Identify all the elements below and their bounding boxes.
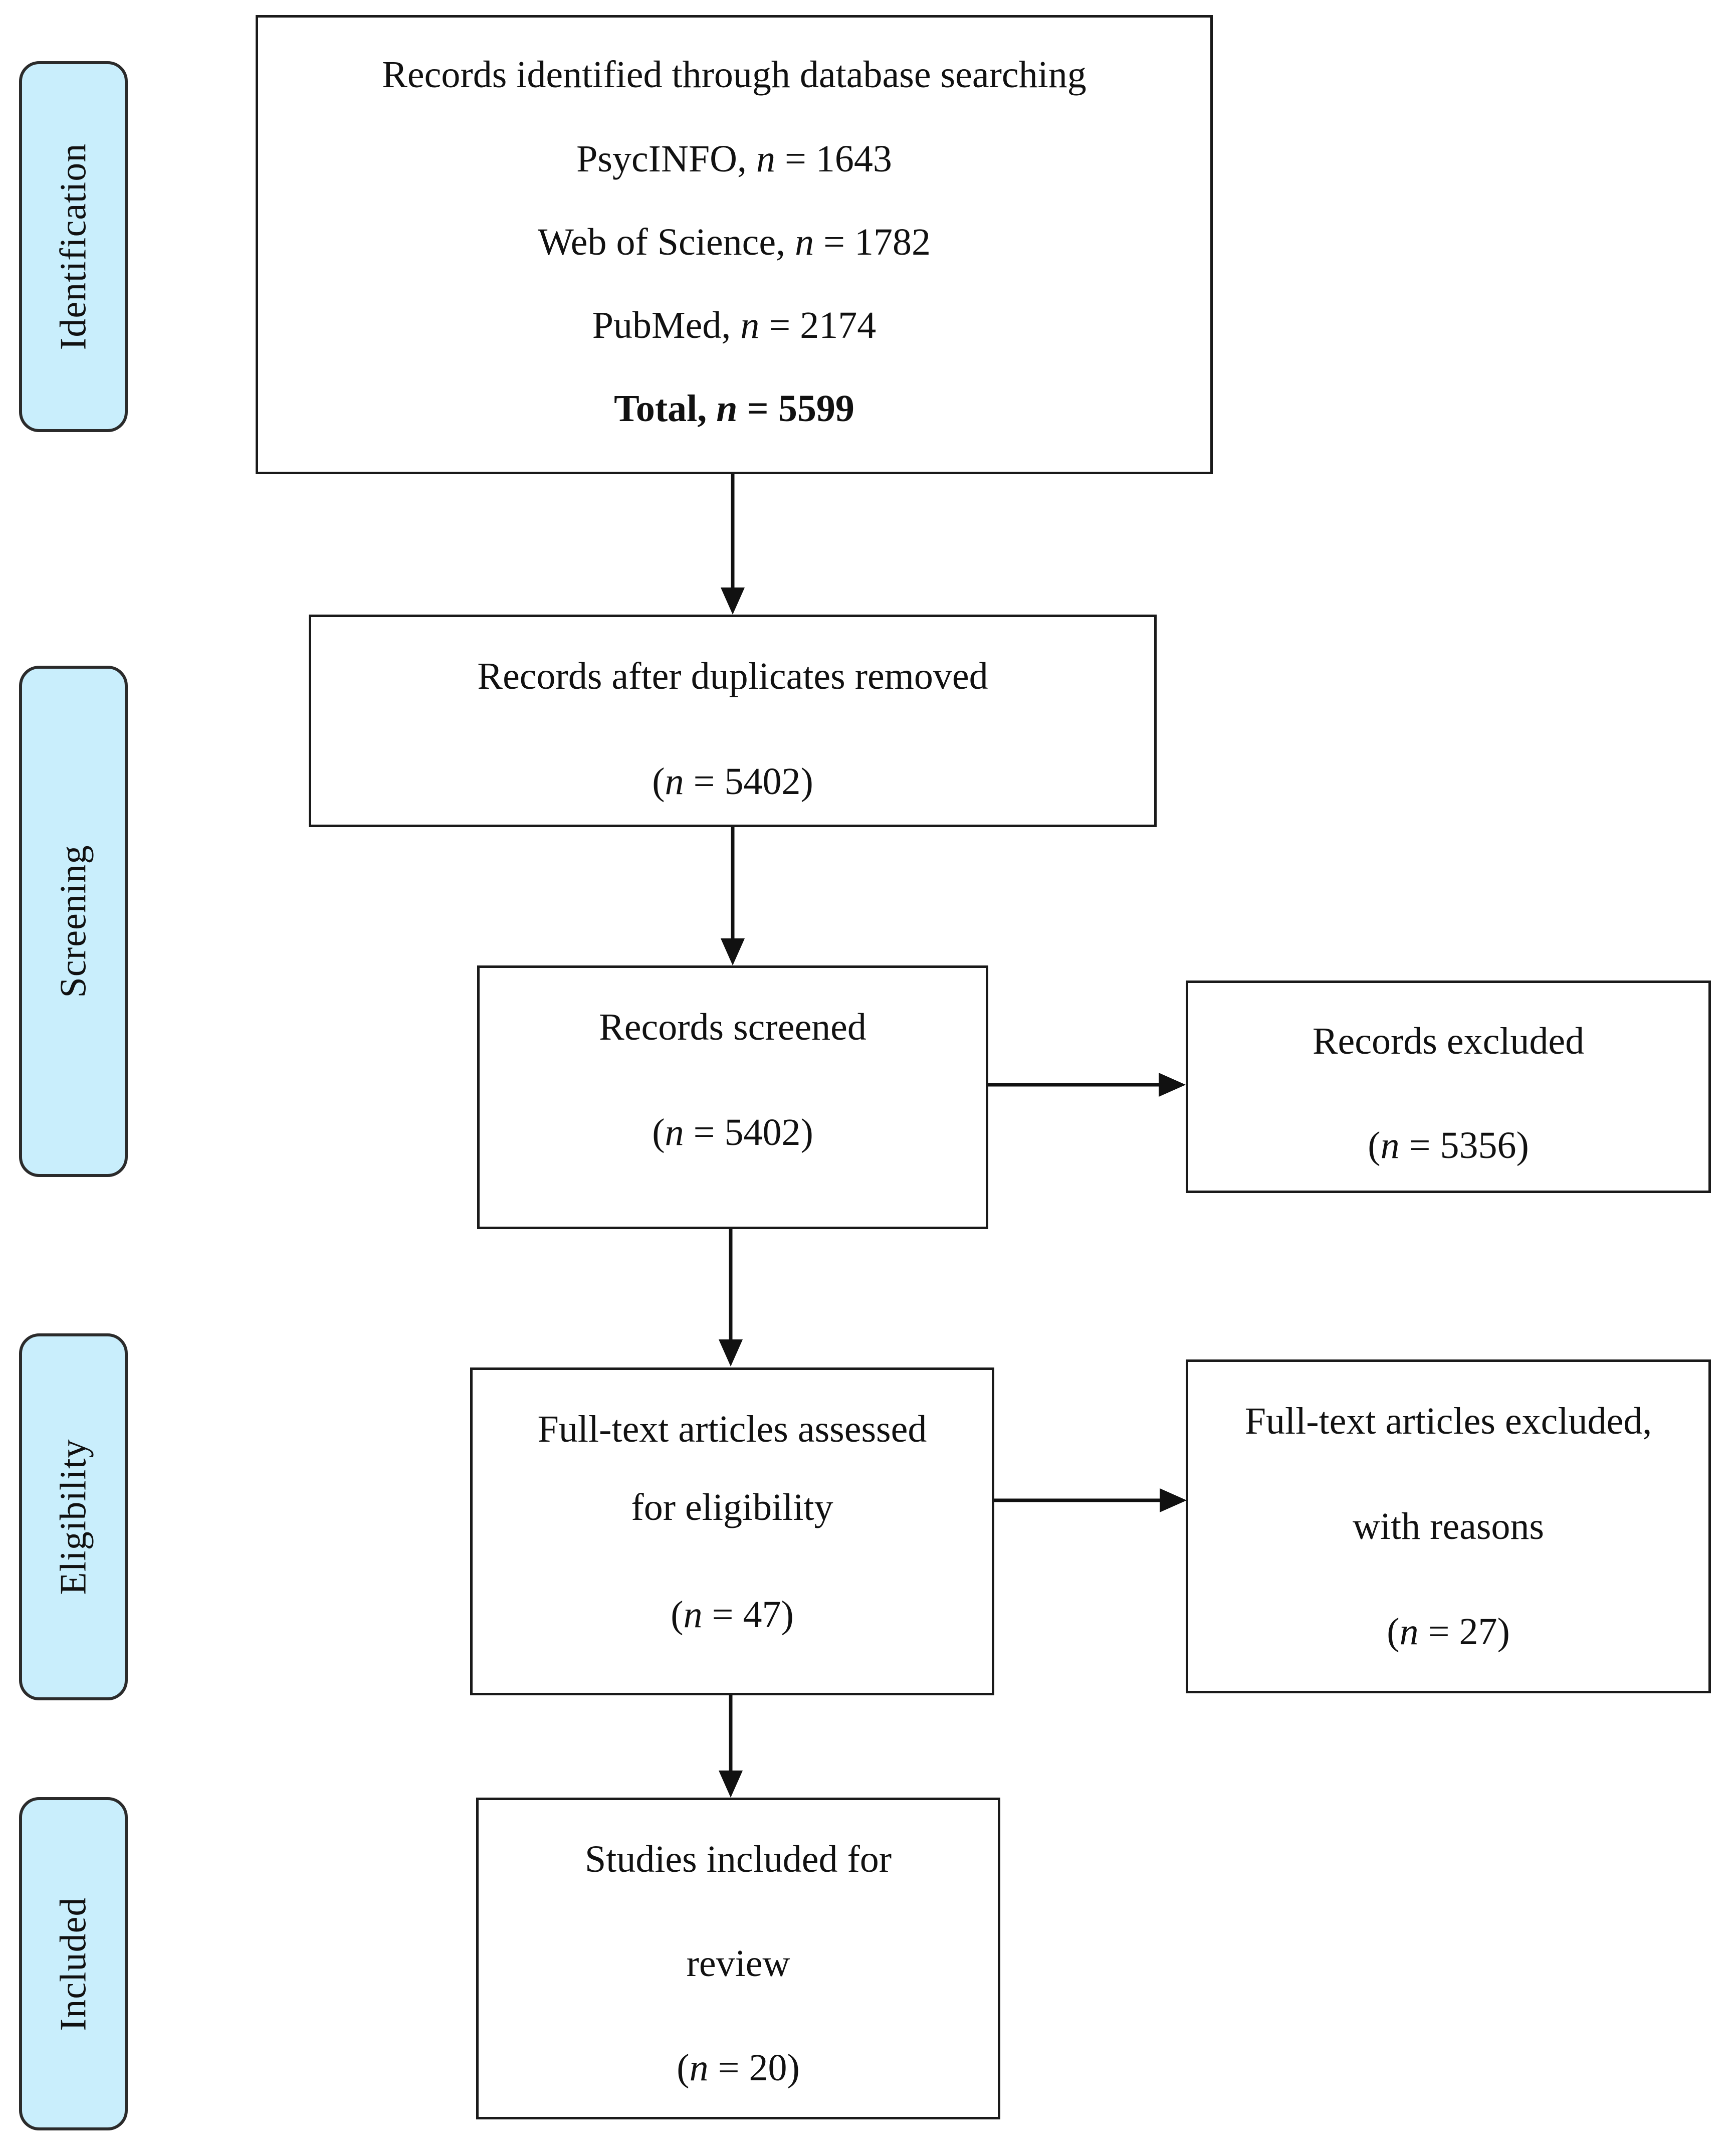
screened-title: Records screened bbox=[599, 1006, 867, 1048]
arrowhead-screened-to-fulltext bbox=[719, 1339, 743, 1366]
fulltext-excluded-line2: with reasons bbox=[1352, 1505, 1545, 1547]
phase-identification: Identification bbox=[19, 61, 128, 432]
included-count: (n = 20) bbox=[677, 2047, 800, 2089]
fulltext-assessed-box: Full-text articles assessed for eligibil… bbox=[470, 1367, 994, 1695]
arrowhead-fulltext-to-included bbox=[719, 1771, 743, 1798]
web-of-science-count: Web of Science, n = 1782 bbox=[538, 221, 931, 263]
excluded-title: Records excluded bbox=[1312, 1020, 1585, 1062]
screened-records-box: Records screened (n = 5402) bbox=[477, 965, 988, 1229]
deduplicated-count: (n = 5402) bbox=[652, 760, 813, 803]
phase-included: Included bbox=[19, 1797, 128, 2130]
fulltext-title-line2: for eligibility bbox=[631, 1486, 833, 1528]
screened-count: (n = 5402) bbox=[652, 1111, 813, 1153]
psycinfo-count: PsycINFO, n = 1643 bbox=[576, 138, 892, 180]
fulltext-count: (n = 47) bbox=[671, 1594, 794, 1636]
excluded-records-box: Records excluded (n = 5356) bbox=[1186, 981, 1711, 1193]
total-count: Total, n = 5599 bbox=[614, 387, 854, 430]
fulltext-excluded-count: (n = 27) bbox=[1387, 1611, 1510, 1653]
phase-eligibility: Eligibility bbox=[19, 1333, 128, 1700]
included-title-line2: review bbox=[686, 1942, 790, 1985]
fulltext-excluded-box: Full-text articles excluded, with reason… bbox=[1186, 1359, 1711, 1693]
fulltext-title-line1: Full-text articles assessed bbox=[537, 1408, 927, 1450]
identified-records-box: Records identified through database sear… bbox=[256, 15, 1213, 474]
included-title-line1: Studies included for bbox=[584, 1838, 892, 1880]
included-studies-box: Studies included for review (n = 20) bbox=[476, 1798, 1000, 2119]
excluded-count: (n = 5356) bbox=[1368, 1124, 1529, 1166]
fulltext-excluded-line1: Full-text articles excluded, bbox=[1244, 1400, 1652, 1442]
pubmed-count: PubMed, n = 2174 bbox=[592, 304, 877, 346]
arrowhead-identified-to-deduplicated bbox=[721, 587, 745, 615]
arrowhead-screened-to-excluded bbox=[1159, 1073, 1186, 1097]
arrowhead-fulltext-to-excluded bbox=[1160, 1488, 1187, 1512]
deduplicated-title: Records after duplicates removed bbox=[477, 655, 988, 697]
deduplicated-records-box: Records after duplicates removed (n = 54… bbox=[309, 615, 1157, 827]
phase-screening: Screening bbox=[19, 666, 128, 1177]
arrowhead-deduplicated-to-screened bbox=[721, 938, 745, 965]
identified-title: Records identified through database sear… bbox=[382, 54, 1087, 96]
